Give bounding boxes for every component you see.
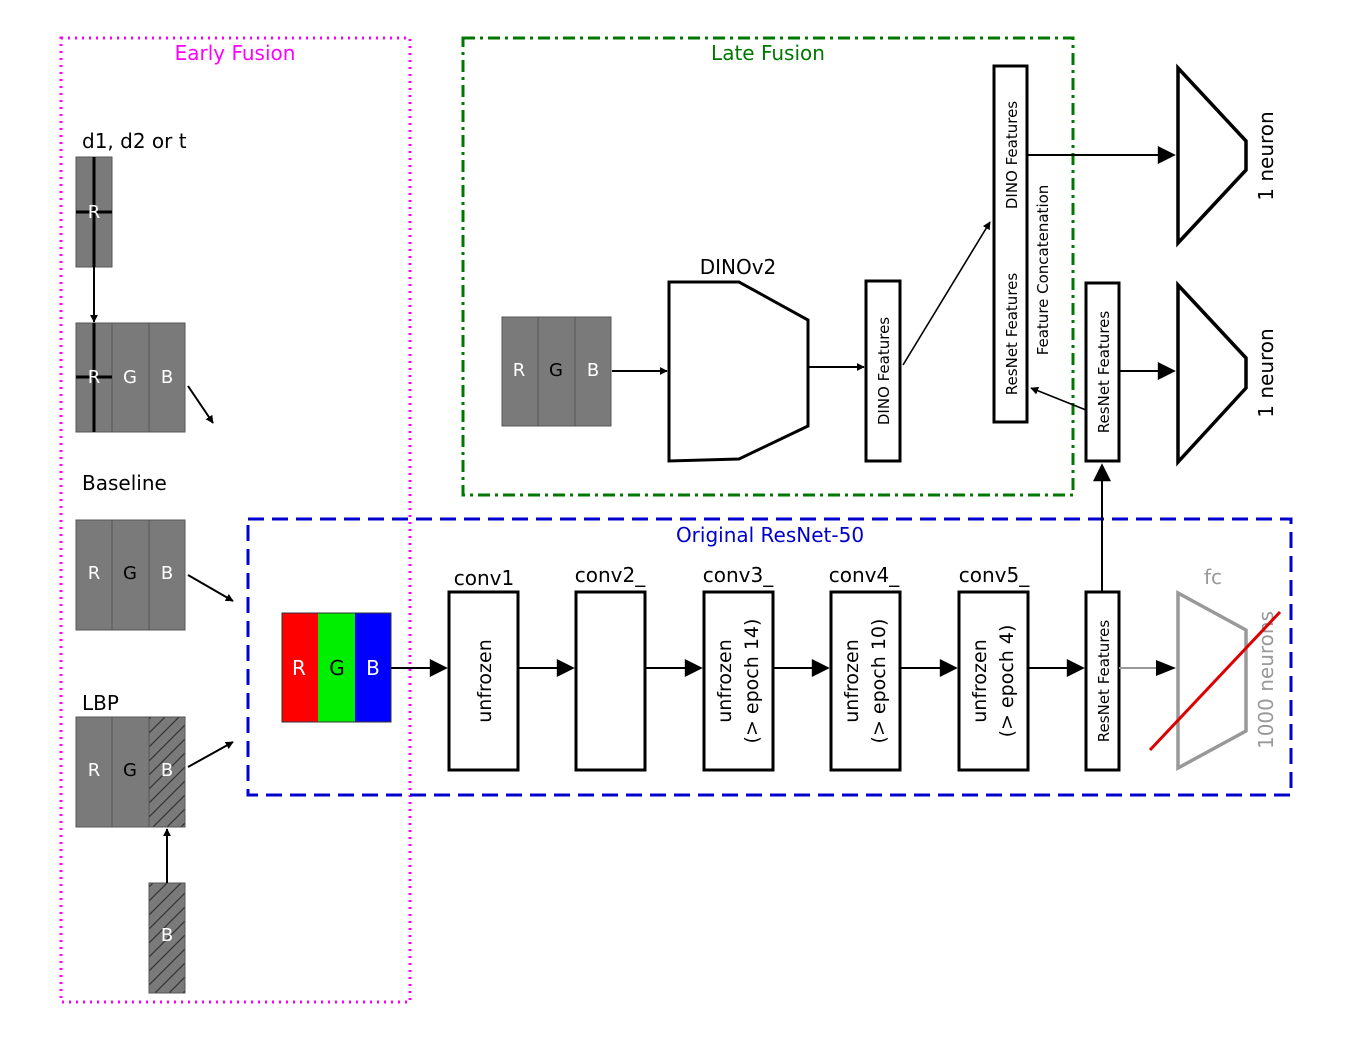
input-rgb-image: R G B <box>281 612 392 723</box>
variant-rgb-stack: R G B <box>75 322 186 433</box>
dino-features-label: DINO Features <box>875 317 893 425</box>
early-fusion-title: Early Fusion <box>175 41 296 65</box>
conv-block-name: conv2_ <box>575 563 646 587</box>
conv-block-name: conv4_ <box>829 563 900 587</box>
conv-block-name: conv3_ <box>703 563 774 587</box>
resnet-features-label: ResNet Features <box>1095 620 1113 743</box>
concat-resnet-label: ResNet Features <box>1003 273 1021 396</box>
late-fusion-frame <box>461 36 1075 497</box>
early-fusion-frame <box>59 36 412 1004</box>
head-top-label: 1 neuron <box>1254 111 1278 200</box>
channel-g-label: G <box>123 563 137 584</box>
feature-concatenation-label: Feature Concatenation <box>1034 185 1052 356</box>
channel-b-label: B <box>161 760 173 781</box>
resnet-features-late-label: ResNet Features <box>1095 311 1113 434</box>
conv-block-epoch: (> epoch 14) <box>741 619 763 744</box>
arrow-resnet-to-concat <box>1030 386 1087 411</box>
channel-r-label: R <box>88 760 101 781</box>
arrow-lbp-out <box>187 741 234 768</box>
arrow-variant-out <box>187 385 214 424</box>
channel-b-label: B <box>161 925 173 946</box>
conv-block-5: conv5_ unfrozen (> epoch 4) <box>957 563 1030 772</box>
fc-block <box>1176 590 1248 771</box>
channel-b-label: B <box>161 563 173 584</box>
conv-block-state: unfrozen <box>474 639 496 723</box>
fc-label: fc <box>1204 565 1222 589</box>
head-top-block <box>1176 63 1248 248</box>
conv-block-1: conv1 unfrozen <box>447 566 520 772</box>
dino-features-box <box>864 279 902 463</box>
fc-disabled-cross <box>1148 610 1282 752</box>
channel-b-label: B <box>161 367 173 388</box>
arrow-dino-to-concat <box>902 221 991 366</box>
channel-r-label: R <box>88 563 101 584</box>
head-bottom-label: 1 neuron <box>1254 328 1278 417</box>
concat-box <box>992 64 1029 424</box>
variant-top-label: d1, d2 or t <box>82 129 187 153</box>
head-bottom-block <box>1176 280 1248 467</box>
late-fusion-title: Late Fusion <box>711 41 825 65</box>
channel-r-label: R <box>88 202 101 223</box>
concat-dino-label: DINO Features <box>1003 101 1021 209</box>
arrow-features-to-fc-head <box>1156 660 1176 676</box>
conv-block-state: unfrozen <box>969 639 991 723</box>
channel-b-label: B <box>366 656 380 680</box>
conv-block-4: conv4_ unfrozen (> epoch 10) <box>829 563 902 772</box>
late-rgb-stack: R G B <box>501 316 612 427</box>
lbp-rgb-stack: R G B <box>75 716 186 828</box>
channel-g-label: G <box>123 760 137 781</box>
dinov2-block <box>667 280 810 463</box>
fc-neurons-label: 1000 neurons <box>1254 611 1278 749</box>
conv-block-3: conv3_ unfrozen (> epoch 14) <box>702 563 775 772</box>
channel-r-label: R <box>88 367 101 388</box>
original-resnet-title: Original ResNet-50 <box>676 523 864 547</box>
conv-block-name: conv5_ <box>959 563 1030 587</box>
conv-block-2: conv2_ <box>574 563 647 772</box>
lbp-b-channel: B <box>148 882 186 994</box>
channel-r-label: R <box>513 360 526 381</box>
channel-b-label: B <box>587 360 599 381</box>
lbp-label: LBP <box>82 691 119 715</box>
channel-g-label: G <box>123 367 137 388</box>
conv-block-name: conv1 <box>454 566 514 590</box>
baseline-label: Baseline <box>82 471 167 495</box>
conv-block-epoch: (> epoch 4) <box>996 625 1018 738</box>
dinov2-label: DINOv2 <box>700 255 777 279</box>
arrow-baseline-out <box>187 574 234 602</box>
original-resnet-frame <box>246 517 1293 797</box>
conv-block-state: unfrozen <box>841 639 863 723</box>
channel-g-label: G <box>329 656 345 680</box>
channel-g-label: G <box>549 360 563 381</box>
channel-r-label: R <box>292 656 306 680</box>
variant-r-channel: R <box>75 156 113 268</box>
resnet-features-box <box>1084 590 1121 772</box>
baseline-rgb-stack: R G B <box>75 519 186 631</box>
conv-block-state: unfrozen <box>714 639 736 723</box>
conv-block-epoch: (> epoch 10) <box>868 619 890 744</box>
